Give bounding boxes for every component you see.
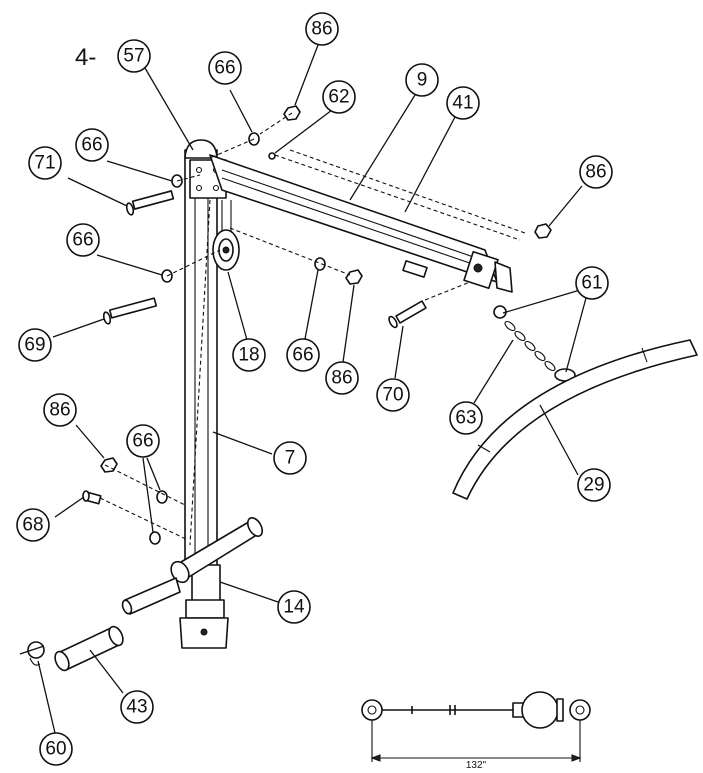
callout-86: 86 [579, 155, 613, 189]
callout-66: 66 [286, 338, 320, 372]
callout-60: 60 [39, 732, 73, 766]
cable-detail: 132" [361, 691, 591, 771]
svg-text:86: 86 [311, 19, 332, 40]
callout-61: 61 [575, 266, 609, 300]
svg-text:60: 60 [45, 739, 66, 760]
upright-post [184, 139, 227, 571]
svg-text:43: 43 [126, 697, 147, 718]
callout-66: 66 [208, 51, 242, 85]
svg-text:66: 66 [72, 230, 93, 251]
washer-66d [314, 257, 326, 271]
svg-text:14: 14 [283, 597, 305, 618]
callout-18: 18 [232, 338, 266, 372]
svg-text:69: 69 [24, 335, 45, 356]
callout-66: 66 [75, 128, 109, 162]
callout-62: 62 [322, 80, 356, 114]
bolt-70 [388, 300, 427, 329]
svg-text:86: 86 [331, 368, 352, 389]
callout-43: 43 [120, 690, 154, 724]
assembly-lines [99, 112, 526, 546]
svg-text:9: 9 [417, 70, 428, 91]
hardware [100, 105, 552, 545]
leg-roller-tube [121, 517, 264, 615]
callout-70: 70 [376, 378, 410, 412]
svg-text:70: 70 [382, 385, 403, 406]
svg-text:62: 62 [328, 87, 349, 108]
callout-9: 9 [405, 63, 439, 97]
callout-66: 66 [126, 424, 160, 458]
callout-69: 69 [18, 328, 52, 362]
svg-text:41: 41 [452, 93, 473, 114]
callout-68: 68 [16, 508, 50, 542]
svg-text:63: 63 [455, 408, 476, 429]
callout-14: 14 [277, 590, 311, 624]
svg-text:57: 57 [123, 46, 144, 67]
svg-text:86: 86 [585, 162, 606, 183]
callout-41: 41 [446, 86, 480, 120]
svg-text:71: 71 [34, 153, 55, 174]
svg-text:66: 66 [292, 345, 313, 366]
svg-text:29: 29 [583, 475, 604, 496]
callout-71: 71 [28, 146, 62, 180]
callout-63: 63 [449, 401, 483, 435]
pulley [212, 200, 240, 271]
washer-66e [156, 490, 168, 504]
svg-text:68: 68 [22, 515, 43, 536]
chain [493, 305, 576, 382]
callout-29: 29 [577, 468, 611, 502]
callout-66: 66 [66, 223, 100, 257]
cable-length-label: 132" [466, 760, 487, 771]
svg-text:66: 66 [214, 58, 235, 79]
bolt-68 [82, 490, 102, 505]
lat-bar [452, 339, 698, 500]
callout-57: 57 [117, 39, 151, 73]
svg-text:7: 7 [285, 448, 296, 469]
nut-86b [534, 223, 552, 239]
svg-text:61: 61 [581, 273, 602, 294]
leader-lines [37, 44, 587, 734]
bolt-69 [102, 297, 158, 325]
upper-arm [209, 154, 513, 293]
svg-text:18: 18 [238, 345, 259, 366]
washer-66f [149, 531, 161, 545]
bolt-71 [125, 190, 175, 216]
callout-86: 86 [305, 12, 339, 46]
callout-86: 86 [325, 361, 359, 395]
base-sleeve [179, 564, 229, 649]
svg-text:66: 66 [132, 431, 153, 452]
callout-7: 7 [273, 441, 307, 475]
nut-86c [345, 269, 363, 285]
svg-text:86: 86 [49, 400, 70, 421]
assembly-prefix: 4- [75, 44, 96, 71]
foam-roller [54, 625, 124, 672]
snap-pin [19, 641, 45, 666]
callout-86: 86 [43, 393, 77, 427]
washer-62 [268, 152, 276, 160]
svg-text:66: 66 [81, 135, 102, 156]
